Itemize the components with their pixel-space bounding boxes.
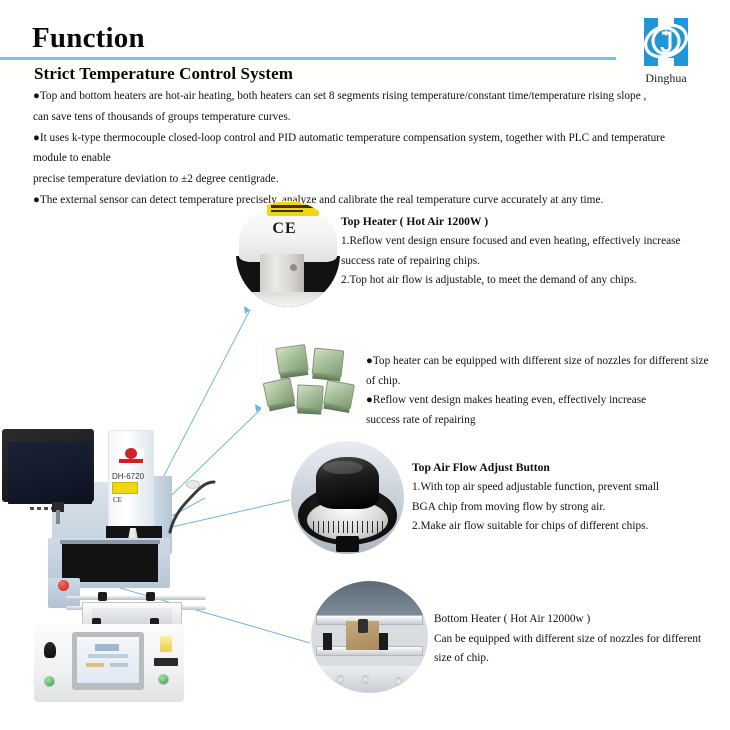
callout-heading: Top Heater ( Hot Air 1200W ): [341, 215, 489, 228]
machine-sensor-cable: [168, 480, 216, 534]
machine-power-button-left[interactable]: [44, 676, 55, 687]
intro-bullets: ●Top and bottom heaters are hot-air heat…: [33, 86, 697, 211]
callout-air-flow-knob: Top Air Flow Adjust Button 1.With top ai…: [412, 458, 659, 537]
callout-line: 2.Make air flow suitable for chips of di…: [412, 520, 649, 532]
callout-line: Can be equipped with different size of n…: [434, 632, 702, 645]
callout-line: success rate of repairing chips.: [341, 254, 480, 267]
callout-bottom-heater: Bottom Heater ( Hot Air 12000w ) Can be …: [434, 610, 701, 669]
dinghua-logo-icon: [638, 14, 694, 70]
header-divider: [0, 57, 616, 60]
machine-monitor: [2, 429, 94, 504]
callout-line: ●Reflow vent design makes heating even, …: [366, 394, 647, 406]
callout-line: ●Top heater can be equipped with differe…: [366, 355, 709, 367]
rotary-knob-icon: [315, 456, 380, 509]
brand-logo: Dinghua: [612, 14, 720, 98]
nozzles-photo: [261, 341, 361, 419]
callout-line: 1.With top air speed adjustable function…: [412, 481, 660, 493]
callout-line: size of chip.: [434, 652, 489, 664]
intro-line: can save tens of thousands of groups tem…: [33, 111, 291, 123]
top-heater-photo: CE: [236, 201, 340, 307]
brand-name: Dinghua: [645, 71, 687, 85]
machine-model-label: DH-6720: [112, 472, 145, 481]
callout-line: success rate of repairing: [366, 413, 476, 426]
callout-line: 1.Reflow vent design ensure focused and …: [341, 235, 681, 247]
callout-line: 2.Top hot air flow is adjustable, to mee…: [341, 274, 637, 286]
callout-top-heater: Top Heater ( Hot Air 1200W ) 1.Reflow ve…: [341, 212, 681, 291]
bga-rework-machine-photo: DH-6720 CE: [0, 420, 232, 710]
machine-joystick[interactable]: [44, 642, 56, 658]
ce-mark-label: CE: [272, 220, 297, 238]
intro-line: ●It uses k-type thermocouple closed-loop…: [33, 132, 666, 164]
callout-heading: Top Air Flow Adjust Button: [412, 461, 550, 474]
intro-line: ●The external sensor can detect temperat…: [33, 194, 604, 206]
page-title: Function: [32, 22, 145, 54]
callout-heading: Bottom Heater ( Hot Air 12000w ): [434, 613, 591, 625]
machine-yellow-button[interactable]: [160, 636, 172, 652]
machine-ce-mark: CE: [113, 496, 122, 504]
machine-brand-logo-icon: [118, 448, 144, 464]
intro-line: ●Top and bottom heaters are hot-air heat…: [33, 90, 647, 102]
callout-nozzles: ●Top heater can be equipped with differe…: [366, 352, 709, 430]
callout-line: of chip.: [366, 374, 401, 387]
machine-red-knob[interactable]: [58, 580, 69, 591]
section-subtitle: Strict Temperature Control System: [34, 64, 294, 83]
air-flow-knob-photo: [291, 441, 404, 554]
machine-power-button-right[interactable]: [158, 674, 169, 685]
callout-line: BGA chip from moving flow by strong air.: [412, 500, 606, 513]
bottom-heater-photo: [311, 581, 428, 693]
intro-line: precise temperature deviation to ±2 degr…: [33, 173, 279, 185]
